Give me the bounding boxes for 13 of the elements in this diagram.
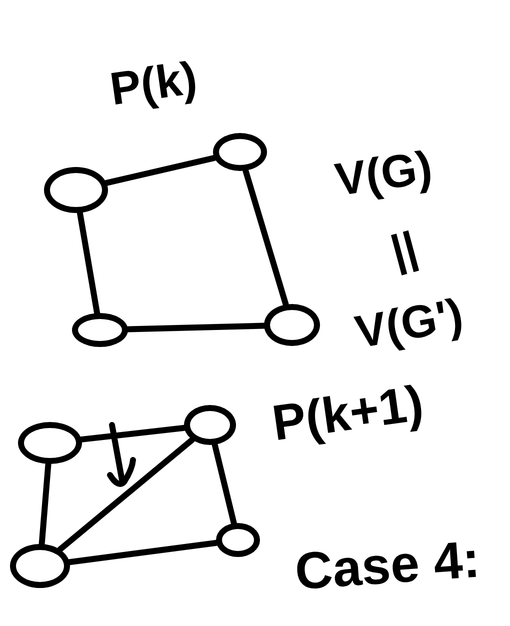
edge-line	[56, 436, 196, 553]
edge-line	[66, 540, 220, 566]
handwritten-label: V(G')	[352, 290, 466, 356]
graph-vertex	[72, 313, 128, 347]
graph-vertex	[216, 523, 260, 557]
handwritten-label: Case 4:	[293, 534, 482, 598]
handwritten-label: P(k+1)	[269, 378, 426, 448]
edge-line	[103, 154, 218, 186]
handwritten-label: V(G)	[332, 143, 435, 203]
handwritten-label: P(k)	[107, 54, 200, 112]
handwritten-label: ||	[386, 226, 422, 274]
graph-vertex	[184, 405, 236, 445]
edge-line	[78, 424, 188, 442]
